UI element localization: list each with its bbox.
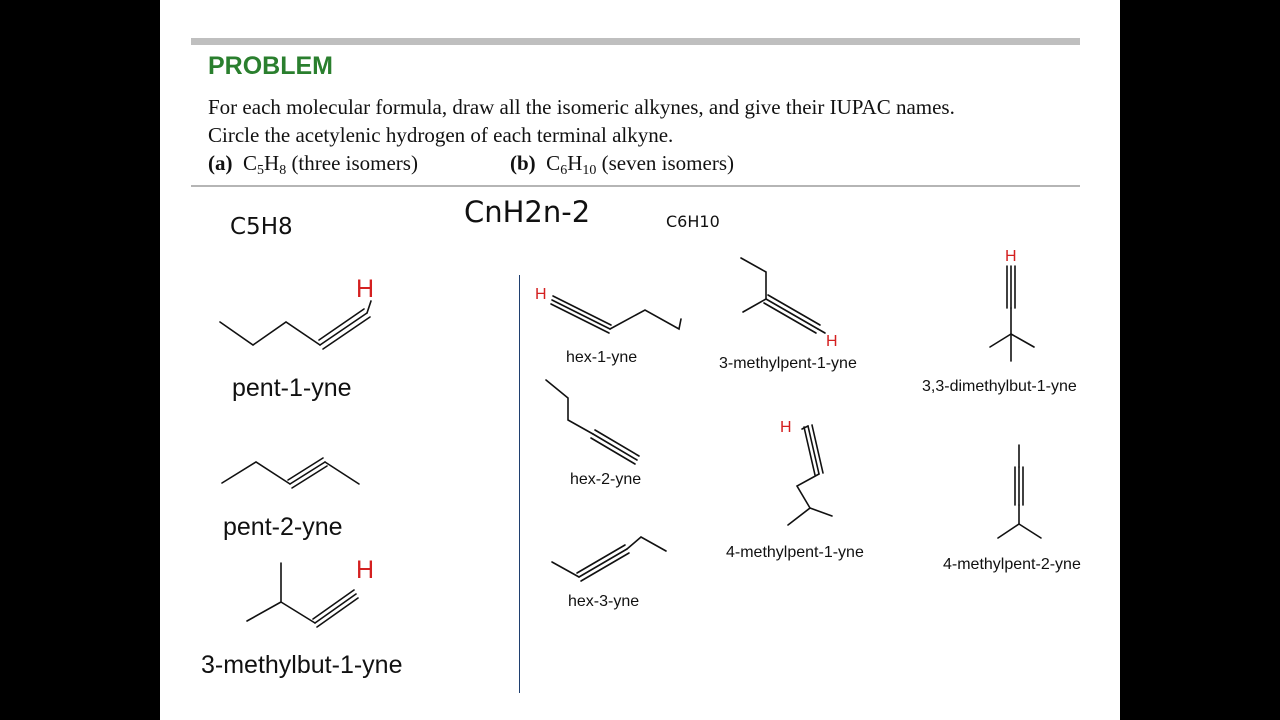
- part-a-formula: C5H8: [243, 151, 287, 178]
- structure-hex-1-yne: [550, 295, 682, 334]
- hydrogen-label-hex-1-yne: H: [535, 286, 547, 303]
- c6h10-note: C6H10: [666, 212, 720, 231]
- hydrogen-label-4-methylpent-1-yne: H: [780, 419, 792, 436]
- structure-4-methylpent-1-yne: [787, 424, 833, 526]
- mid-rule: [191, 185, 1080, 187]
- structure-4-methylpent-2-yne: [997, 444, 1042, 539]
- isomer-name-hex-1-yne: hex-1-yne: [566, 349, 638, 366]
- structure-hex-2-yne: [545, 379, 640, 465]
- c5h8-note: C5H8: [230, 214, 293, 240]
- part-b-label: (b): [510, 151, 536, 175]
- isomer-name-hex-3-yne: hex-3-yne: [568, 593, 640, 610]
- structure-3-methylbut-1-yne: [246, 562, 359, 628]
- part-a-note: (three isomers): [291, 151, 418, 175]
- part-a: (a) C5H8 (three isomers): [208, 151, 418, 179]
- problem-line-2: Circle the acetylenic hydrogen of each t…: [208, 123, 674, 147]
- top-rule: [191, 38, 1080, 45]
- problem-line-1: For each molecular formula, draw all the…: [208, 95, 955, 119]
- part-b-note: (seven isomers): [601, 151, 734, 175]
- structure-pent-2-yne: [221, 457, 360, 489]
- hydrogen-label-3-methylbut-1-yne: H: [356, 556, 374, 584]
- structure-pent-1-yne: [219, 300, 372, 350]
- part-a-label: (a): [208, 151, 233, 175]
- section-divider: [519, 275, 520, 693]
- structure-3-3-dimethylbut-1-yne: [989, 265, 1035, 362]
- hydrogen-label-pent-1-yne: H: [356, 275, 374, 303]
- isomer-name-pent-2-yne: pent-2-yne: [223, 513, 343, 541]
- isomer-name-3-methylpent-1-yne: 3-methylpent-1-yne: [719, 355, 857, 372]
- general-formula-note: CnH2n-2: [464, 195, 591, 229]
- isomer-name-4-methylpent-2-yne: 4-methylpent-2-yne: [943, 556, 1081, 573]
- isomer-name-pent-1-yne: pent-1-yne: [232, 374, 352, 402]
- slide: PROBLEM For each molecular formula, draw…: [160, 0, 1120, 720]
- isomer-name-4-methylpent-1-yne: 4-methylpent-1-yne: [726, 544, 864, 561]
- isomer-name-3-methylbut-1-yne: 3-methylbut-1-yne: [201, 651, 403, 679]
- structure-hex-3-yne: [551, 536, 667, 582]
- structure-3-methylpent-1-yne: [740, 257, 826, 334]
- isomer-name-hex-2-yne: hex-2-yne: [570, 471, 642, 488]
- problem-heading: PROBLEM: [208, 52, 333, 80]
- skeletal-structures: H H H H H H: [219, 248, 1042, 628]
- hydrogen-label-3-methylpent-1-yne: H: [826, 333, 838, 350]
- part-b: (b) C6H10 (seven isomers): [510, 151, 734, 179]
- part-b-formula: C6H10: [546, 151, 597, 178]
- hydrogen-label-3-3-dimethylbut-1-yne: H: [1005, 248, 1017, 265]
- isomer-name-3-3-dimethylbut-1-yne: 3,3-dimethylbut-1-yne: [922, 378, 1077, 395]
